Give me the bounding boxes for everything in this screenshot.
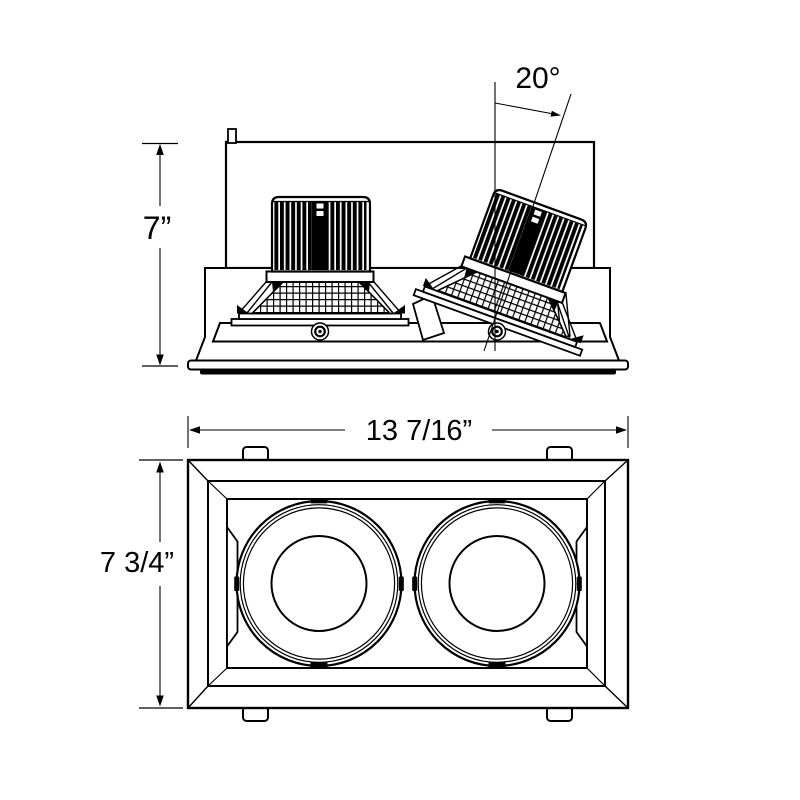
width-dimension-label: 13 7/16” — [366, 415, 472, 447]
trim-flange-shadow — [200, 369, 616, 375]
lamp-lens-right — [448, 535, 546, 632]
housing-top-tab — [227, 128, 237, 144]
bottom-view: 13 7/16” 7 3/4” — [100, 415, 630, 722]
height-dimension-label: 7 3/4” — [100, 547, 174, 579]
retention-bracket-left — [226, 524, 239, 650]
lamp-lens-left — [270, 535, 368, 632]
lamp-aperture-right — [412, 498, 582, 668]
dimension-arrow-right — [616, 426, 627, 434]
mounting-tabs — [242, 446, 573, 722]
gimbal-ticks-right — [412, 498, 582, 668]
dimension-arrow-up — [156, 461, 164, 473]
height-dimension-side: 7” — [142, 142, 178, 367]
tilt-angle-label: 20° — [515, 62, 560, 95]
width-dimension-bottom: 13 7/16” — [187, 415, 629, 448]
dimension-arrow-down — [156, 354, 164, 366]
height-dimension-label: 7” — [143, 210, 171, 246]
tilt-angle-callout: 20° — [483, 62, 572, 352]
height-dimension-bottom: 7 3/4” — [100, 459, 183, 709]
angle-arc-arrowhead — [550, 110, 561, 117]
trunnion-screw-left — [310, 322, 330, 341]
dimension-arrow-up — [156, 144, 164, 155]
lamp-aperture-left — [234, 498, 404, 668]
angle-arc — [494, 102, 560, 116]
gimbal-ticks-left — [234, 498, 404, 668]
dimension-arrow-left — [189, 426, 200, 434]
side-view: 20° 7” — [142, 62, 629, 375]
tilt-axis-line — [483, 93, 572, 352]
trim-flange — [187, 359, 629, 371]
frame-bevel-lines — [187, 459, 629, 709]
dimension-arrow-down — [156, 695, 164, 707]
